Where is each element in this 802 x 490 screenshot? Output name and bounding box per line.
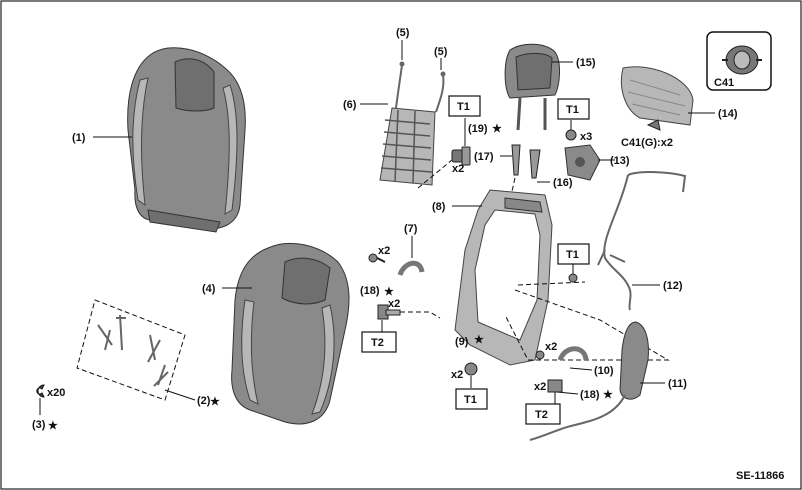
nut-9 [464, 362, 478, 376]
screw-x2-7 [368, 253, 386, 263]
star-2: ★ [210, 396, 220, 408]
callout-6: (6) [343, 99, 357, 111]
star-18a: ★ [384, 286, 394, 298]
svg-text:T1: T1 [566, 249, 579, 261]
bolt-18-right [547, 379, 563, 393]
torque-box-t2a: T2 [361, 331, 397, 353]
svg-text:T2: T2 [371, 337, 384, 349]
torque-box-t1b: T1 [557, 98, 590, 120]
torque-box-t2b: T2 [525, 403, 561, 425]
qty-x2-18: x2 [388, 298, 400, 310]
qty-x2-10: x2 [545, 341, 557, 353]
star-19: ★ [492, 123, 502, 135]
figure-id: SE-11866 [736, 470, 784, 482]
wire-harness [597, 171, 687, 311]
seat-back-frame [454, 189, 553, 366]
bracket-7 [397, 260, 425, 276]
callout-16: (16) [553, 177, 573, 189]
qty-x2-19: x2 [452, 163, 464, 175]
star-18b: ★ [603, 389, 613, 401]
side-airbag [529, 321, 649, 441]
headrest [504, 43, 560, 131]
qty-x2-18b: x2 [534, 381, 546, 393]
qty-x2-9: x2 [451, 369, 463, 381]
svg-text:T2: T2 [535, 409, 548, 421]
callout-12: (12) [663, 280, 683, 292]
callout-9: (9) [455, 336, 469, 348]
clip-part [36, 384, 45, 398]
bolt-19 [451, 146, 471, 166]
headrest-guides [511, 144, 541, 179]
callout-5a: (5) [396, 27, 410, 39]
svg-text:T1: T1 [457, 101, 470, 113]
torque-box-t1c: T1 [557, 243, 590, 265]
lumbar-support-frame [379, 64, 445, 186]
qty-x20: x20 [47, 387, 65, 399]
back-board [620, 66, 694, 131]
torque-box-t1a: T1 [448, 95, 481, 117]
callout-14: (14) [718, 108, 738, 120]
seat-back-pad [231, 242, 350, 425]
star-9: ★ [474, 334, 484, 346]
callout-18a: (18) [360, 285, 380, 297]
qty-c41: C41(G):x2 [621, 137, 673, 149]
callout-8: (8) [432, 201, 446, 213]
qty-x2-7: x2 [378, 245, 390, 257]
seat-back-cover [127, 47, 246, 233]
callout-5b: (5) [434, 46, 448, 58]
callout-2: (2) [197, 395, 211, 407]
callout-15: (15) [576, 57, 596, 69]
star-3: ★ [48, 420, 58, 432]
wire-clips-group [76, 299, 186, 401]
callout-3: (3) [32, 419, 46, 431]
callout-11: (11) [668, 378, 687, 390]
svg-text:T1: T1 [464, 394, 477, 406]
inset-c41-label: C41 [714, 77, 734, 89]
callout-7: (7) [404, 223, 418, 235]
nut-x3 [565, 129, 577, 141]
torque-box-t1d: T1 [455, 388, 488, 410]
callout-19: (19) [468, 123, 488, 135]
c41-inset [706, 31, 772, 91]
callout-18b: (18) [580, 389, 600, 401]
callout-17: (17) [474, 151, 494, 163]
callout-13: (13) [610, 155, 630, 167]
bracket-10 [535, 346, 589, 362]
qty-x3: x3 [580, 131, 592, 143]
callout-4: (4) [202, 283, 216, 295]
callout-1: (1) [72, 132, 86, 144]
callout-10: (10) [594, 365, 614, 377]
svg-text:T1: T1 [566, 104, 579, 116]
actuator-13 [564, 144, 601, 181]
